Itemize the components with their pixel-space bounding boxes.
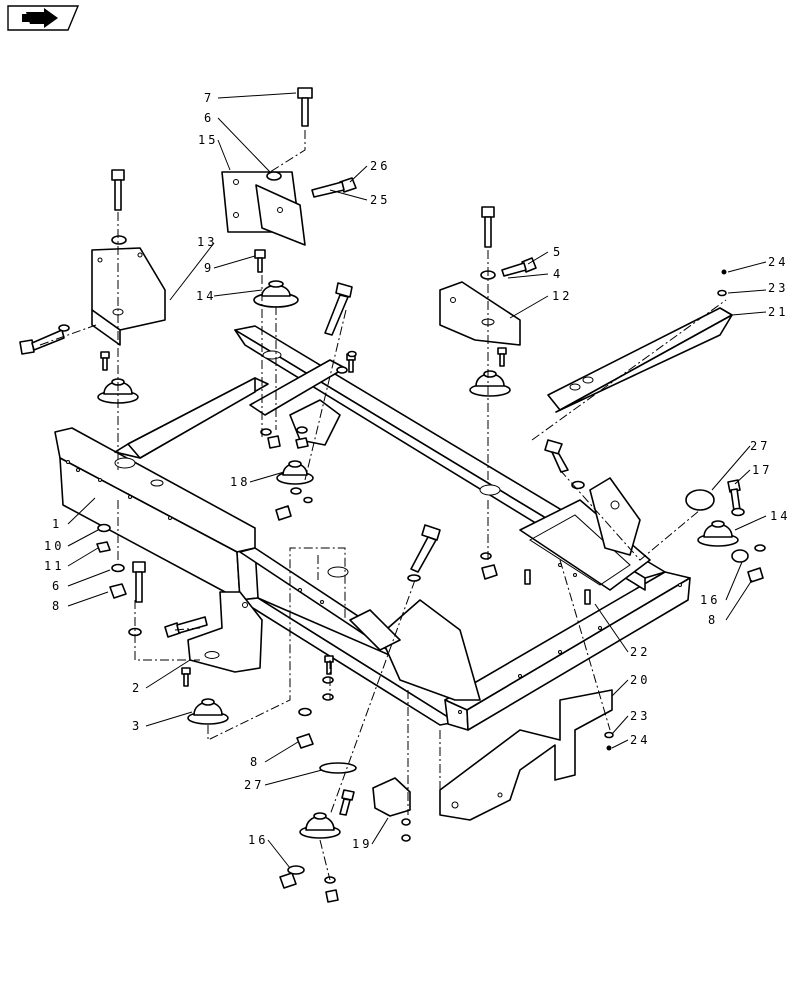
callout-13: 13 <box>197 235 217 249</box>
part-20-plate <box>439 689 613 821</box>
callout-22: 22 <box>630 645 650 659</box>
bolt-12-vertical <box>481 206 495 248</box>
callout-24-bottom: 24 <box>630 733 650 747</box>
bolt-17 <box>727 479 741 512</box>
isolator-3 <box>187 698 229 725</box>
bolt-small-3 <box>497 347 507 367</box>
callout-9: 9 <box>204 261 214 275</box>
callout-10: 10 <box>44 539 64 553</box>
washers-and-nuts <box>58 171 766 903</box>
bolt-22b <box>584 589 591 605</box>
part-13-bracket <box>91 247 166 346</box>
bolt-left-horizontal <box>19 329 65 355</box>
part-12-bracket <box>439 281 521 346</box>
bolt-small-1 <box>100 351 110 371</box>
callout-27-lower: 27 <box>244 778 264 792</box>
callout-2: 2 <box>132 681 142 695</box>
callout-19: 19 <box>352 837 372 851</box>
isolator-lower <box>299 812 341 839</box>
bolt-8-lower <box>132 561 146 603</box>
callout-24-top: 24 <box>768 255 788 269</box>
isolator-14-upper <box>253 280 299 308</box>
callout-16-right: 16 <box>700 593 720 607</box>
callout-16-lower: 16 <box>248 833 268 847</box>
main-frame <box>54 325 691 731</box>
part-2-bracket <box>187 591 263 673</box>
callout-23-bottom: 23 <box>630 709 650 723</box>
callout-25: 25 <box>370 193 390 207</box>
callout-17: 17 <box>752 463 772 477</box>
callout-26: 26 <box>370 159 390 173</box>
callout-15: 15 <box>198 133 218 147</box>
isolator-14-right <box>697 520 739 547</box>
bolt-9 <box>254 249 266 273</box>
callout-5: 5 <box>553 245 563 259</box>
part-19-bracket <box>372 777 411 817</box>
assembly-lines <box>39 130 727 881</box>
bolt-diagonal-center <box>324 282 353 336</box>
callout-labels: 7 6 15 26 25 13 9 14 5 4 12 24 23 21 18 … <box>44 91 790 851</box>
bolt-small-4 <box>181 667 191 687</box>
callout-6-top: 6 <box>204 111 214 125</box>
callout-4: 4 <box>553 267 563 281</box>
bolt-right-diagonal <box>544 439 569 473</box>
callout-27-right: 27 <box>750 439 770 453</box>
isolator-12 <box>469 370 511 397</box>
isolator-18 <box>276 460 314 485</box>
callout-21: 21 <box>768 305 788 319</box>
callout-8-left: 8 <box>52 599 62 613</box>
callout-12: 12 <box>552 289 572 303</box>
part-21-bar <box>547 307 733 413</box>
bolt-2-horizontal <box>164 616 208 638</box>
bolt-long-lower <box>410 524 441 573</box>
bolt-5 <box>501 257 537 277</box>
bolt-26 <box>311 177 357 198</box>
callout-1: 1 <box>52 517 62 531</box>
page-forward-icon[interactable] <box>7 5 80 31</box>
bolt-small-5 <box>324 655 334 675</box>
bolts <box>19 87 741 816</box>
callout-11: 11 <box>44 559 64 573</box>
callout-14-right: 14 <box>770 509 790 523</box>
bolt-upper-left <box>111 169 125 211</box>
leader-lines <box>67 92 767 869</box>
callout-14-upper: 14 <box>196 289 216 303</box>
callout-20: 20 <box>630 673 650 687</box>
callout-3: 3 <box>132 719 142 733</box>
part-15-bracket <box>221 171 306 246</box>
bolt-7 <box>297 87 313 127</box>
bolt-22a <box>524 569 531 585</box>
callout-23-top: 23 <box>768 281 788 295</box>
right-frame-bracket <box>589 477 641 556</box>
bolt-small-6 <box>339 789 355 816</box>
callout-6-left: 6 <box>52 579 62 593</box>
callout-18: 18 <box>230 475 250 489</box>
callout-7: 7 <box>204 91 214 105</box>
callout-8-lower: 8 <box>250 755 260 769</box>
callout-8-right: 8 <box>708 613 718 627</box>
